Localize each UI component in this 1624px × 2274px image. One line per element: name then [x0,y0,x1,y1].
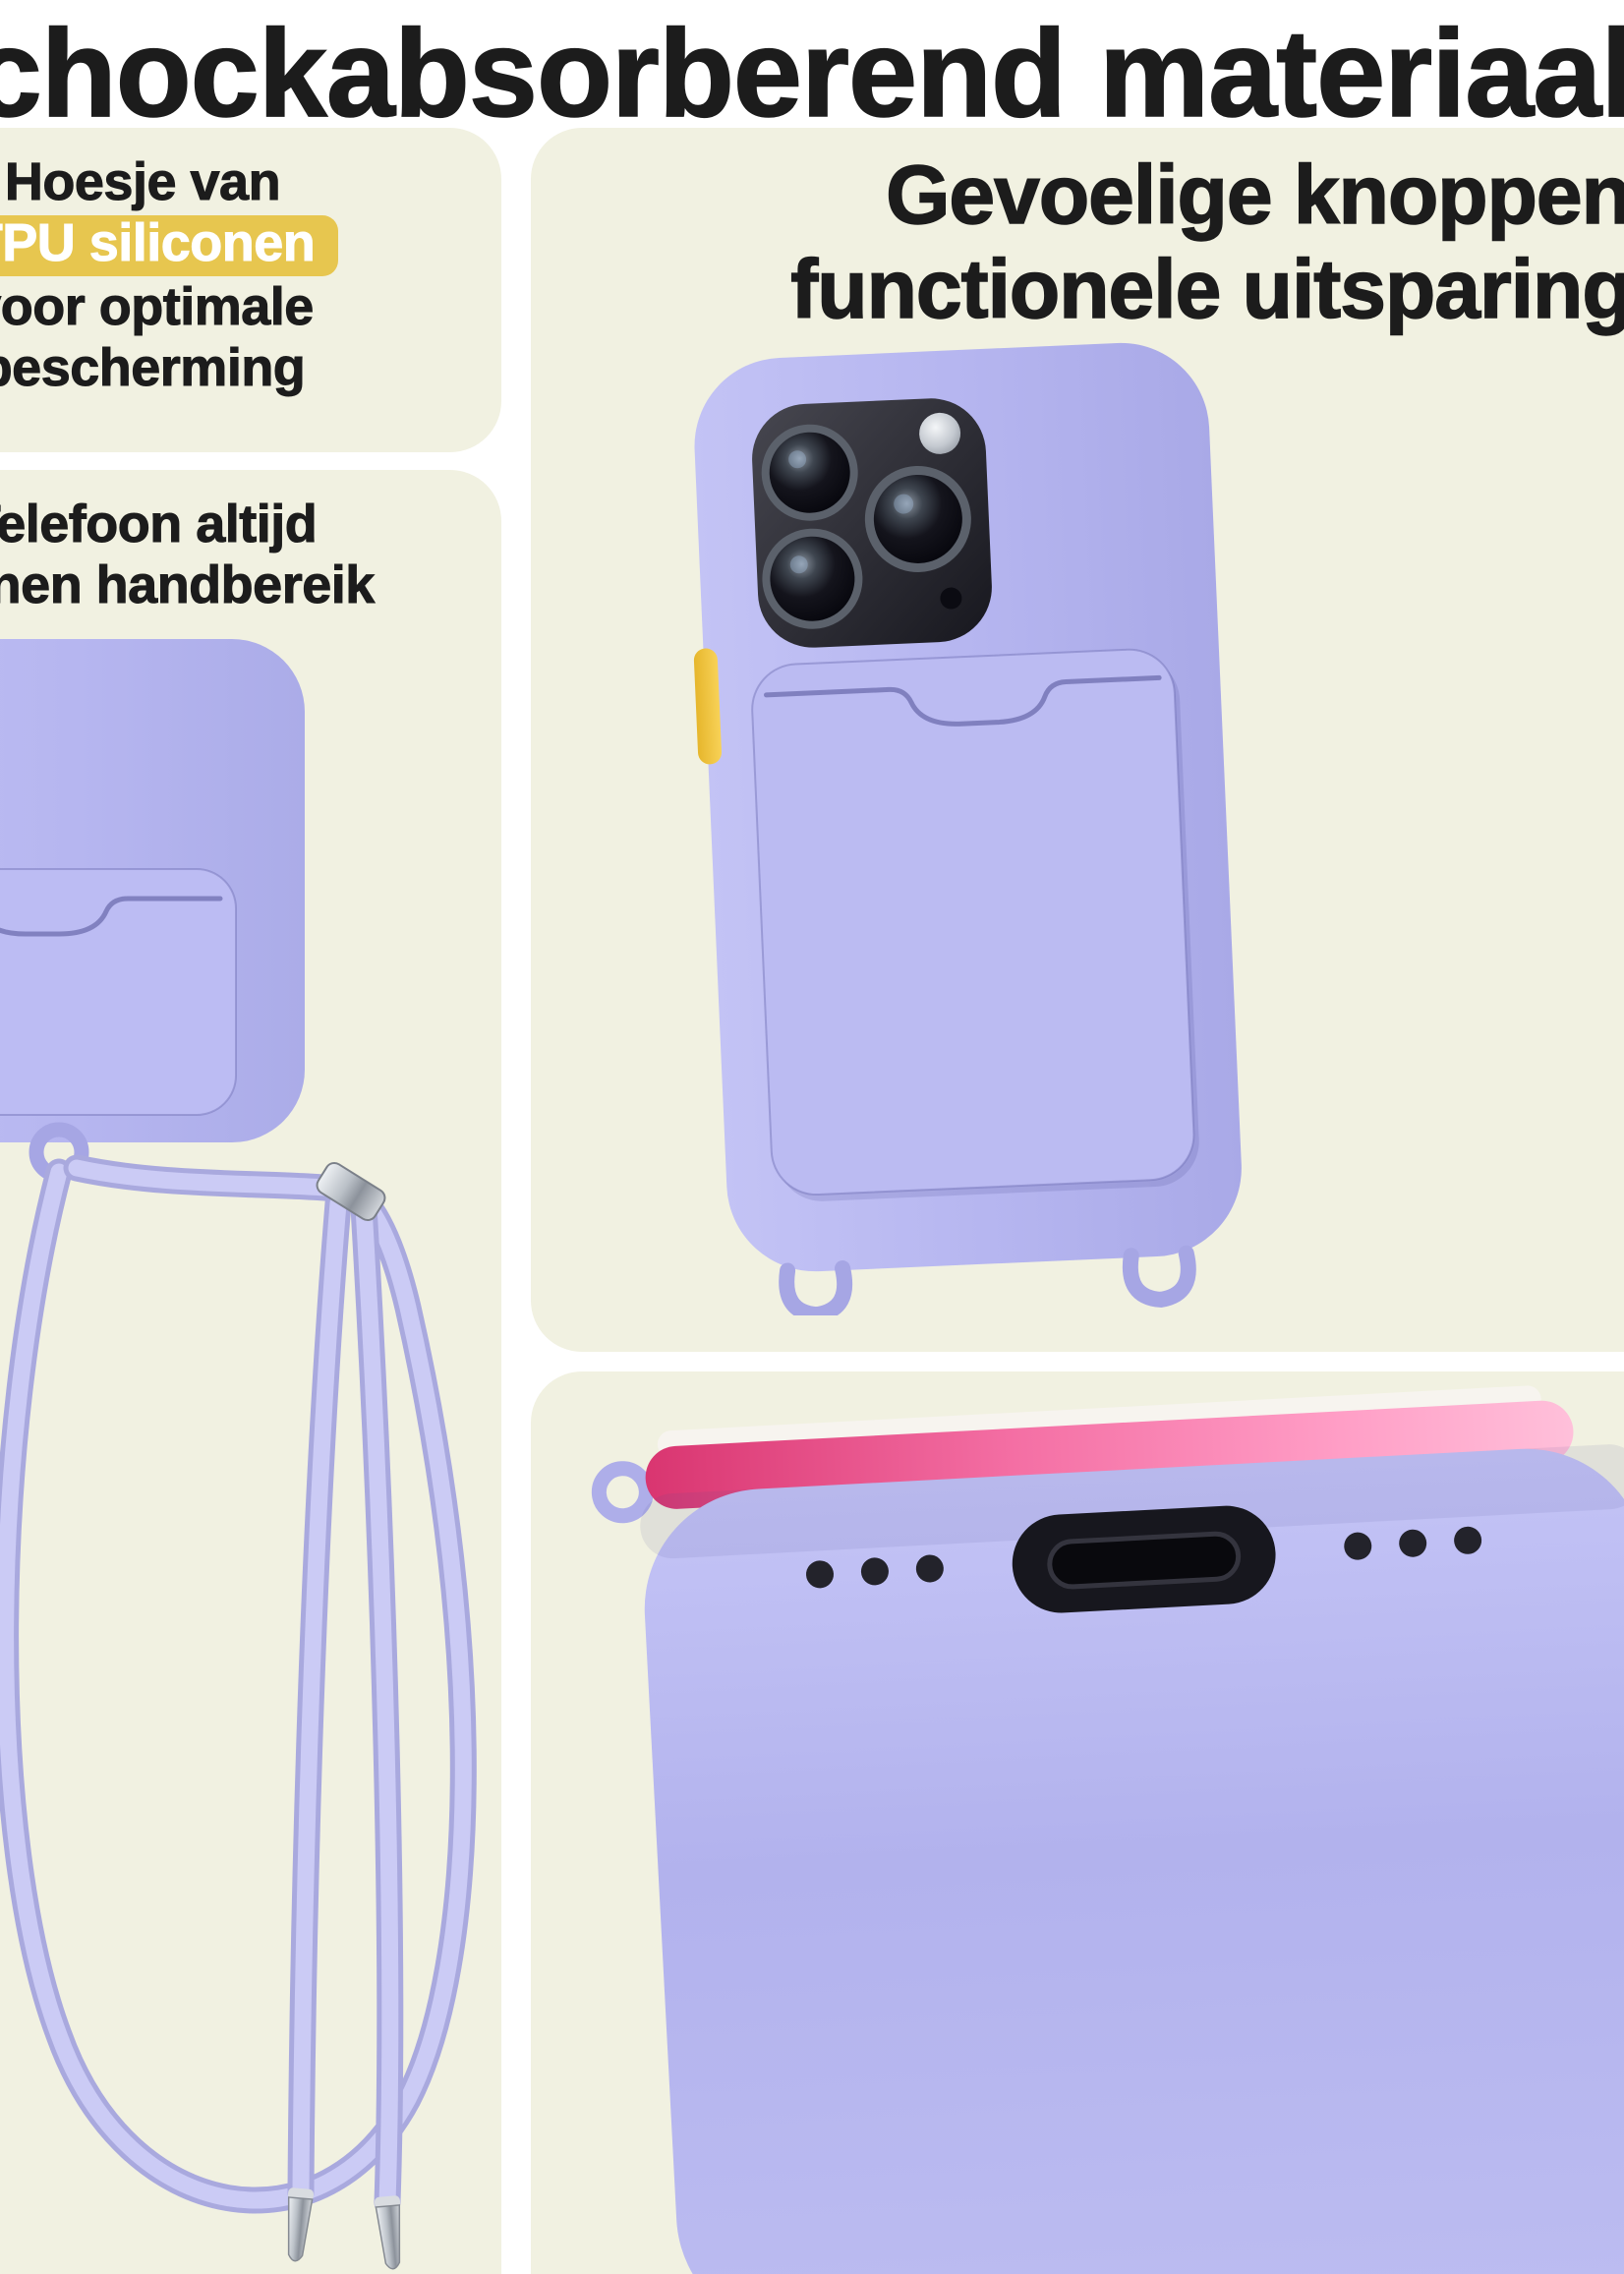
card-pocket-slit [0,896,223,937]
side-button [693,648,723,765]
material-highlight-line: TPU siliconen [0,212,501,276]
lanyard-loop [779,1260,853,1315]
card-pocket [751,648,1195,1196]
speaker-holes-right [1344,1526,1482,1560]
phone-case-cord-render [0,639,477,2270]
lidar-sensor [940,587,962,610]
speaker-holes-left [806,1554,944,1589]
phone-case-bottom-render [591,1385,1624,2274]
buttons-heading: Gevoelige knoppen functionele uitsparing… [531,147,1624,336]
cord-aglet [374,2195,401,2270]
lanyard-loop [591,1461,654,1524]
panel-material: Hoesje van TPU siliconen voor optimale b… [0,128,501,452]
material-line1: Hoesje van [4,152,281,212]
case-bottom-body [644,1448,1624,2274]
reach-line1: Telefoon altijd [0,495,318,554]
phone-case-partial [0,639,305,1142]
reach-line2: binnen handbereik [0,555,376,615]
inner-lining [645,1400,1574,1509]
card-pocket [0,868,237,1116]
lanyard-loop [1122,1245,1196,1308]
camera-lens [864,465,971,572]
card-pocket-slit [764,674,1162,727]
highlight-pill: TPU siliconen [0,215,339,276]
buttons-line2: functionele uitsparingen [790,242,1624,336]
rim-shading [640,1444,1624,1559]
cord-aglet [287,2187,315,2262]
lanyard-cord [0,1154,477,2216]
reach-heading: Telefoon altijd binnen handbereik [0,470,501,615]
camera-flash [919,412,961,454]
camera-lens [762,528,863,629]
camera-lens [761,424,858,521]
material-line3: bescherming [0,338,306,398]
phone-case-back-render [693,342,1242,1315]
material-line2: voor optimale [0,277,315,337]
material-heading: Hoesje van TPU siliconen voor optimale b… [0,128,501,398]
charging-port-pin [1047,1531,1242,1590]
page-title: Schockabsorberend materiaal [0,3,1624,144]
cord-clamp [316,1161,386,1222]
buttons-line1: Gevoelige knoppen [885,147,1624,242]
